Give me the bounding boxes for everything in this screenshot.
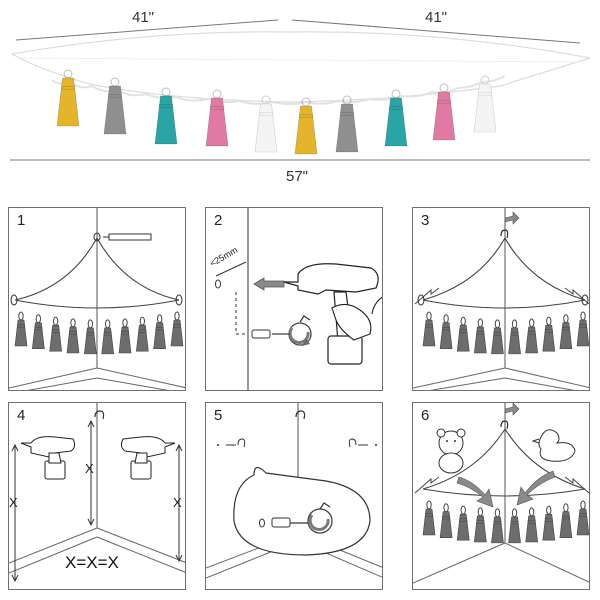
tassel (153, 314, 167, 350)
tassel (508, 508, 521, 544)
tassel (542, 316, 556, 352)
tassel (101, 319, 115, 355)
tassel (384, 89, 408, 147)
tassel (576, 311, 589, 347)
x-label-right: X (173, 495, 182, 510)
tassel (456, 316, 470, 352)
tassel (508, 319, 521, 355)
step-5-panel: 5 (205, 402, 383, 590)
canopy-svg (10, 19, 591, 161)
tassel (491, 319, 504, 355)
tassel (103, 77, 127, 135)
dim-left-label: 41" (132, 9, 155, 26)
tassel (14, 311, 28, 347)
step-2-panel: 2 <25mm (205, 207, 383, 391)
tassel (422, 500, 436, 536)
tassel (49, 316, 63, 352)
tassel (170, 311, 184, 347)
tassel (542, 505, 556, 541)
tassel (473, 507, 487, 543)
step-number: 6 (421, 407, 430, 424)
x-label-left: X (9, 495, 18, 510)
tassel (432, 83, 456, 141)
tassel (335, 95, 359, 153)
tassel (56, 69, 80, 127)
tassel (491, 508, 504, 544)
step-number: 4 (17, 407, 26, 424)
tassel (439, 314, 453, 350)
tassel (205, 89, 229, 147)
tassel (525, 507, 539, 543)
tassel (576, 500, 589, 536)
tassel (31, 314, 45, 350)
tassel (135, 316, 149, 352)
tassel (294, 97, 318, 155)
tassel (254, 95, 278, 153)
tassel (83, 319, 97, 355)
tassel (456, 505, 470, 541)
step-3-panel: 3 (412, 207, 590, 391)
tassel (473, 75, 497, 133)
step-number: 5 (214, 407, 223, 424)
tassel (439, 503, 453, 539)
product-illustration: 41" 41" 57" (0, 0, 600, 190)
tassel (473, 318, 487, 354)
step-number: 2 (214, 212, 223, 229)
step-number: 3 (421, 212, 430, 229)
tassel (154, 87, 178, 145)
x-label-middle: X (85, 461, 94, 476)
tassel (525, 318, 539, 354)
tassel (118, 318, 132, 354)
tassel (66, 318, 80, 354)
dim-bottom-label: 57" (286, 168, 309, 185)
step-1-panel: 1 (8, 207, 186, 391)
step-4-panel: 4 X X X X=X=X (8, 402, 186, 590)
step-6-panel: 6 (412, 402, 590, 590)
dim-right-label: 41" (425, 9, 448, 26)
tassel (559, 503, 573, 539)
equation-label: X=X=X (65, 553, 119, 572)
step-number: 1 (17, 212, 26, 229)
tassel (422, 311, 436, 347)
tassel (559, 314, 573, 350)
